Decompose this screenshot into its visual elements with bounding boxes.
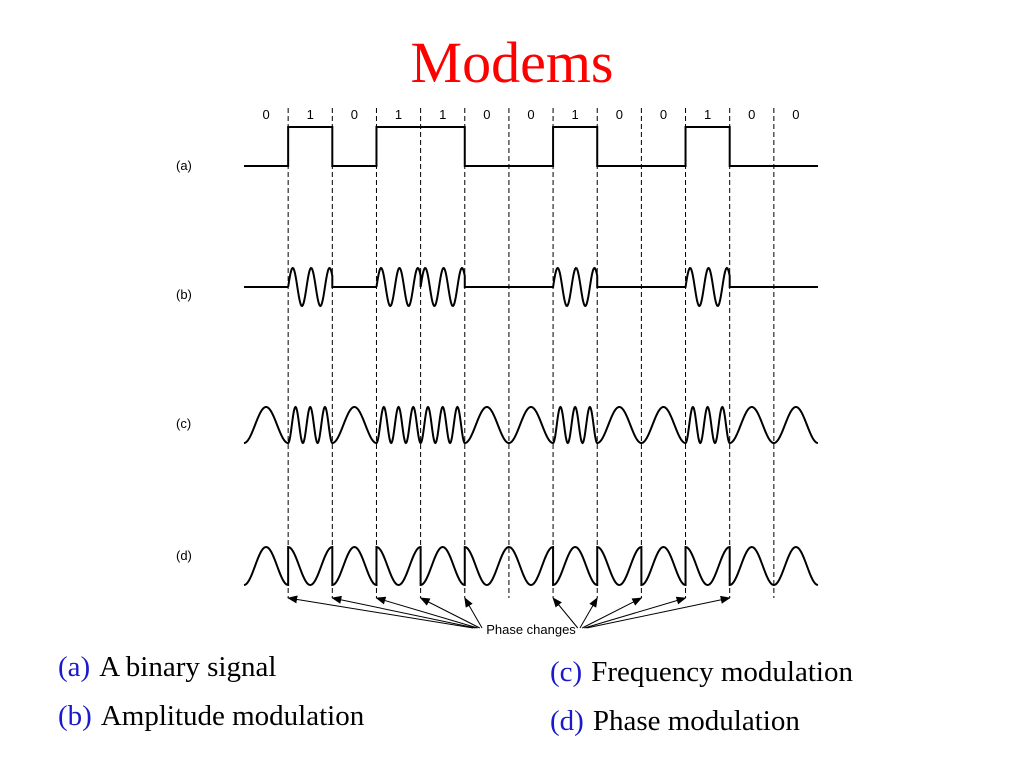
bit-labels: 0 1 0 1 1 0 0 1 0 0 1 0 0 [262, 107, 799, 122]
row-label: (a) [176, 158, 192, 173]
bit-label: 0 [660, 107, 667, 122]
bit-label: 0 [483, 107, 490, 122]
bit-divider-lines [287, 108, 775, 598]
bit-label: 1 [704, 107, 711, 122]
phase-change-arrow [581, 597, 643, 629]
caption-d-text: Phase modulation [592, 705, 800, 737]
bit-label: 0 [748, 107, 755, 122]
caption-a-key: (a) [58, 651, 91, 683]
phase-change-arrow [579, 597, 598, 629]
phase-change-arrows [287, 595, 731, 629]
bit-label: 0 [792, 107, 799, 122]
bit-label: 0 [262, 107, 269, 122]
phase-change-arrow [375, 596, 478, 629]
row-label: (b) [176, 287, 192, 302]
bit-label: 0 [351, 107, 358, 122]
caption-d-key: (d) [550, 705, 584, 737]
caption-b-key: (b) [58, 700, 92, 732]
bit-label: 1 [395, 107, 402, 122]
phase-change-arrow [287, 595, 474, 629]
caption-b-text: Amplitude modulation [100, 700, 365, 732]
row-label: (c) [176, 416, 191, 431]
phase-change-arrow [584, 596, 687, 629]
phase-change-arrow [331, 595, 476, 629]
phase-modulation-waveform [243, 545, 819, 587]
slide-title: Modems [410, 30, 614, 95]
phase-changes-label: Phase changes [486, 622, 576, 637]
phase-change-arrow [419, 597, 481, 629]
caption-d: (d)Phase modulation [550, 704, 800, 738]
phase-change-arrow [586, 595, 731, 629]
phase-change-arrow [552, 597, 579, 629]
caption-c-key: (c) [550, 656, 583, 688]
caption-a: (a)A binary signal [58, 650, 276, 684]
frequency-modulation-waveform [243, 405, 819, 445]
bit-label: 1 [307, 107, 314, 122]
bit-label: 1 [439, 107, 446, 122]
bit-label: 1 [572, 107, 579, 122]
row-label: (d) [176, 548, 192, 563]
phase-change-arrow [464, 597, 483, 629]
caption-c-text: Frequency modulation [591, 656, 853, 688]
row-labels: (a) (b) (c) (d) [176, 158, 192, 563]
bit-label: 0 [616, 107, 623, 122]
bit-label: 0 [527, 107, 534, 122]
caption-c: (c)Frequency modulation [550, 655, 853, 689]
binary-signal-waveform [244, 126, 818, 167]
amplitude-modulation-waveform [244, 266, 818, 308]
caption-a-text: A binary signal [99, 651, 277, 683]
caption-b: (b)Amplitude modulation [58, 699, 364, 733]
